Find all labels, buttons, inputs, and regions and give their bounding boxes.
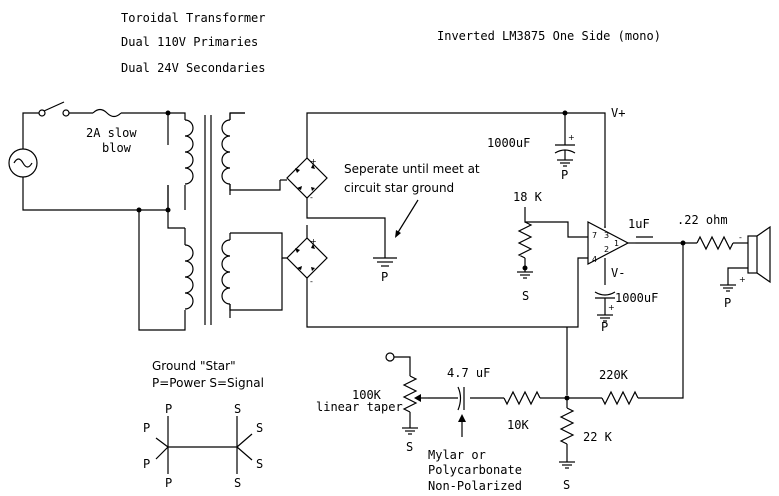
separate-note-2: circuit star ground: [344, 181, 454, 195]
fuse-label: 2A slow: [86, 126, 137, 140]
vminus-label: V-: [611, 266, 625, 280]
star-p-top: P: [165, 402, 172, 416]
note-primaries: Dual 110V Primaries: [121, 35, 258, 49]
ground-symbol-s-1: [517, 271, 533, 279]
capacitor-1000uf-bottom: [594, 291, 616, 315]
ground-symbol-p-1: [373, 257, 397, 267]
star-title: Ground "Star": [152, 359, 236, 373]
ground-symbol-s-3: [402, 427, 418, 435]
star-p-bottom: P: [165, 476, 172, 490]
ground-label-p-2: P: [561, 168, 568, 182]
bridge1-plus: +: [310, 157, 317, 166]
resistor-10k: [503, 390, 541, 406]
ground-label-s-2: S: [563, 478, 570, 492]
r18k-label: 18 K: [513, 190, 543, 204]
toroidal-transformer: [184, 115, 231, 325]
star-s-right-lower: S: [256, 457, 263, 471]
bridge-rectifier-2: [286, 237, 328, 279]
lm3875-opamp: [587, 221, 630, 265]
diagram-title: Inverted LM3875 One Side (mono): [437, 29, 661, 43]
speaker-icon: [747, 225, 771, 284]
capacitor-4-7uf: [457, 386, 465, 411]
cap-bottom-label: 1000uF: [615, 291, 658, 305]
speaker-minus: -: [739, 233, 742, 242]
fuse-label-2: blow: [102, 141, 132, 155]
star-p-left-upper: P: [143, 421, 150, 435]
opamp-pin-3: 3: [604, 231, 609, 240]
c47uf-label: 4.7 uF: [447, 366, 490, 380]
r10k-label: 10K: [507, 418, 529, 432]
mylar-note-3: Non-Polarized: [428, 479, 522, 493]
resistor-220k: [601, 390, 639, 406]
ground-symbol-p-3: [597, 314, 613, 322]
note-transformer: Toroidal Transformer: [121, 11, 266, 25]
opamp-pin-1: 1: [614, 239, 619, 248]
pot-label-2: linear taper: [316, 400, 403, 414]
cap-top-plus: +: [568, 133, 575, 142]
capacitor-1000uf-top: [554, 113, 576, 160]
mylar-note-2: Polycarbonate: [428, 463, 522, 477]
speaker-plus: +: [739, 275, 746, 284]
star-legend: P=Power S=Signal: [152, 376, 264, 390]
mylar-note-1: Mylar or: [428, 448, 486, 462]
opamp-pin-2: 2: [604, 245, 609, 254]
input-terminal: [385, 352, 395, 362]
star-p-left-lower: P: [143, 457, 150, 471]
note-secondaries: Dual 24V Secondaries: [121, 61, 266, 75]
r220k-label: 220K: [599, 368, 629, 382]
bridge-rectifier-1: [286, 157, 328, 199]
fuse: [92, 108, 122, 118]
c1uf-label: 1uF: [628, 217, 650, 231]
ground-label-p-3: P: [601, 320, 608, 334]
separate-note-1: Seperate until meet at: [344, 162, 480, 176]
bridge2-minus: -: [310, 277, 313, 286]
ground-symbol-p-2: [557, 159, 573, 167]
r022-label: .22 ohm: [677, 213, 728, 227]
star-s-bottom: S: [234, 476, 241, 490]
cap-top-label: 1000uF: [487, 136, 530, 150]
bridge2-plus: +: [310, 237, 317, 246]
ground-symbol-s-2: [559, 461, 575, 469]
star-s-right-upper: S: [256, 421, 263, 435]
resistor-22k: [559, 407, 575, 445]
vplus-label: V+: [611, 106, 625, 120]
cap-bottom-plus: +: [608, 303, 615, 312]
resistor-18k: [517, 221, 533, 259]
resistor-022-ohm: [696, 235, 734, 251]
ground-label-p-4: P: [724, 296, 731, 310]
ac-source: [8, 148, 38, 178]
mylar-arrow: [458, 414, 466, 437]
potentiometer-100k: [402, 375, 428, 413]
pot-label-1: 100K: [352, 388, 382, 402]
power-switch: [38, 101, 70, 117]
opamp-pin-4: 4: [592, 255, 597, 264]
star-s-top: S: [234, 402, 241, 416]
bridge1-minus: -: [310, 193, 313, 202]
capacitor-1uf: [636, 236, 653, 244]
star-ground-figure: [155, 416, 253, 474]
ground-symbol-p-4: [720, 284, 736, 292]
ground-label-s-1: S: [522, 289, 529, 303]
r22k-label: 22 K: [583, 430, 613, 444]
separate-note-arrow: [395, 199, 419, 238]
opamp-pin-7: 7: [592, 231, 597, 240]
ground-label-s-3: S: [406, 440, 413, 454]
ground-label-p-1: P: [381, 270, 388, 284]
